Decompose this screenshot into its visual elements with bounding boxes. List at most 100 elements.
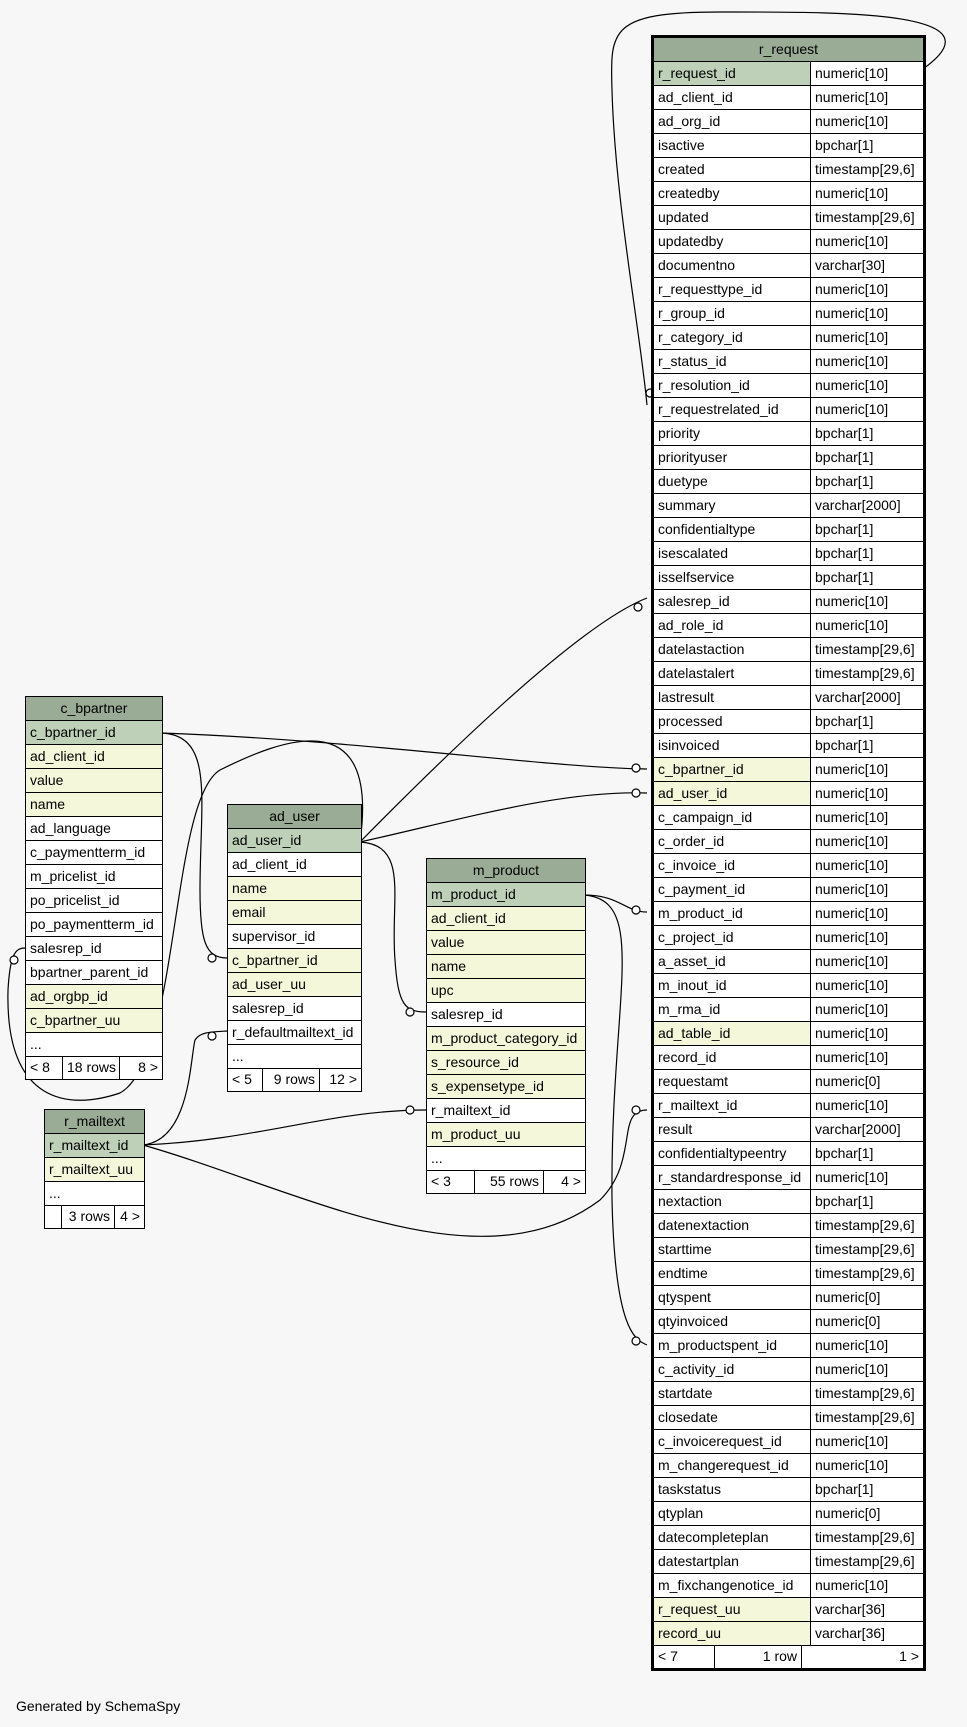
children-count[interactable]: 12 >: [329, 1071, 357, 1087]
children-count[interactable]: 1 >: [899, 1648, 919, 1664]
column-row[interactable]: m_product_uu: [427, 1123, 585, 1147]
column-row[interactable]: c_bpartner_id: [26, 721, 162, 745]
table-header[interactable]: ad_user: [228, 805, 361, 829]
column-row[interactable]: ad_client_id: [228, 853, 361, 877]
column-row[interactable]: r_mailtext_uu: [45, 1158, 144, 1182]
column-row[interactable]: s_resource_id: [427, 1051, 585, 1075]
column-row[interactable]: name: [228, 877, 361, 901]
column-row[interactable]: ad_user_id: [228, 829, 361, 853]
children-count[interactable]: 8 >: [138, 1059, 158, 1075]
rows-count[interactable]: 18 rows: [63, 1057, 120, 1079]
rows-count[interactable]: 1 row: [715, 1646, 802, 1668]
column-row[interactable]: s_expensetype_id: [427, 1075, 585, 1099]
column-row[interactable]: salesrep_id: [427, 1003, 585, 1027]
column-row[interactable]: po_pricelist_id: [26, 889, 162, 913]
column-row[interactable]: ad_language: [26, 817, 162, 841]
column-row[interactable]: value: [427, 931, 585, 955]
parents-count[interactable]: < 7: [654, 1646, 715, 1668]
column-row[interactable]: ...: [427, 1147, 585, 1171]
column-row[interactable]: value: [26, 769, 162, 793]
column-row[interactable]: name: [427, 955, 585, 979]
rows-count[interactable]: 9 rows: [263, 1069, 320, 1091]
rows-count[interactable]: 55 rows: [475, 1171, 544, 1193]
column-row[interactable]: bpartner_parent_id: [26, 961, 162, 985]
column-row[interactable]: ad_client_id: [427, 907, 585, 931]
column-row[interactable]: m_pricelist_id: [26, 865, 162, 889]
parents-count[interactable]: < 5: [228, 1069, 263, 1091]
column-row[interactable]: c_bpartner_uu: [26, 1009, 162, 1033]
column-row[interactable]: c_bpartner_id: [228, 949, 361, 973]
column-row[interactable]: r_mailtext_id: [427, 1099, 585, 1123]
column-row[interactable]: upc: [427, 979, 585, 1003]
children-count[interactable]: 4 >: [561, 1173, 581, 1189]
column-row[interactable]: c_paymentterm_id: [26, 841, 162, 865]
rows-count[interactable]: 3 rows: [62, 1206, 115, 1228]
parents-count[interactable]: [45, 1206, 62, 1228]
column-row[interactable]: salesrep_id: [26, 937, 162, 961]
column-row[interactable]: salesrep_id: [228, 997, 361, 1021]
parents-count[interactable]: < 8: [26, 1057, 63, 1079]
table-header[interactable]: c_bpartner: [26, 697, 162, 721]
children-count[interactable]: 4 >: [120, 1208, 140, 1224]
column-row[interactable]: r_mailtext_id: [45, 1134, 144, 1158]
column-row[interactable]: m_product_id: [427, 883, 585, 907]
column-row[interactable]: ...: [228, 1045, 361, 1069]
column-row[interactable]: name: [26, 793, 162, 817]
table-header[interactable]: m_product: [427, 859, 585, 883]
parents-count[interactable]: < 3: [427, 1171, 475, 1193]
column-row[interactable]: supervisor_id: [228, 925, 361, 949]
